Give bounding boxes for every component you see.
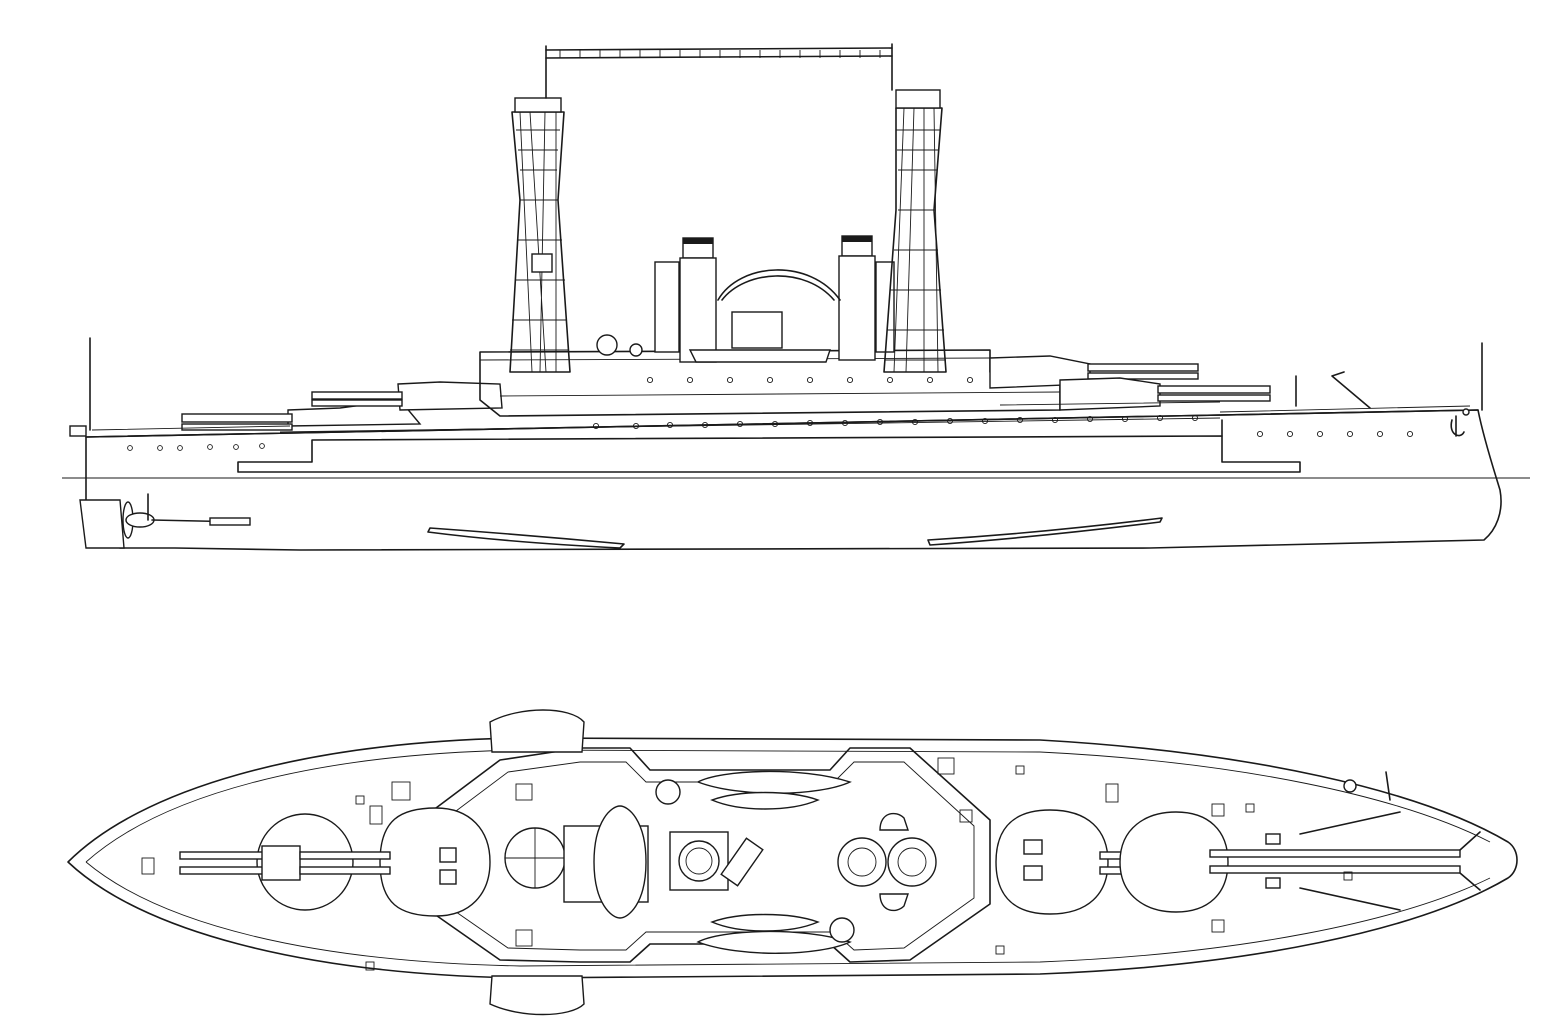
main-deck-line <box>85 409 1479 438</box>
boats-plan <box>593 770 852 954</box>
deck-outline <box>67 737 1518 979</box>
aft-mast-base-plan <box>504 827 566 889</box>
boat-sponson-bottom <box>489 975 585 1016</box>
fwd-funnel <box>838 235 876 361</box>
fwd-mast-base-plan <box>837 812 937 912</box>
deck-fittings <box>141 757 1353 971</box>
crane-base-bottom <box>829 917 855 943</box>
aft-turret-plan <box>179 813 354 911</box>
boat-crane <box>688 269 841 363</box>
bow-anchor-gear-icon <box>1265 771 1401 911</box>
armor-belt <box>237 435 1301 473</box>
crane-base-top <box>655 779 681 805</box>
boat-sponson-top <box>489 709 585 753</box>
profile-view <box>62 43 1530 551</box>
fwd-cage-mast <box>883 43 947 373</box>
bilge-keel-fwd <box>927 517 1163 546</box>
funnel-aft-plan <box>669 831 729 891</box>
propeller-icon <box>122 493 251 539</box>
portholes-row <box>127 376 1414 451</box>
hull-profile <box>85 409 1502 551</box>
fwd-turret-plan <box>1119 811 1481 913</box>
bow-crane <box>1331 371 1371 409</box>
aft-funnel <box>679 237 717 363</box>
superfiring-aft-turret-profile <box>311 381 503 411</box>
fwd-turret-profile <box>1059 377 1271 411</box>
wireless-antenna <box>545 47 893 59</box>
anchor-icon <box>1450 408 1470 437</box>
aft-cage-mast <box>509 45 571 373</box>
rudder <box>79 499 125 549</box>
deck-railing <box>91 401 1471 431</box>
superstructure-deck-plan <box>419 747 991 963</box>
bilge-keel-aft <box>427 527 625 549</box>
plan-view <box>67 709 1518 1016</box>
superfiring-aft-turret-plan <box>299 807 491 917</box>
